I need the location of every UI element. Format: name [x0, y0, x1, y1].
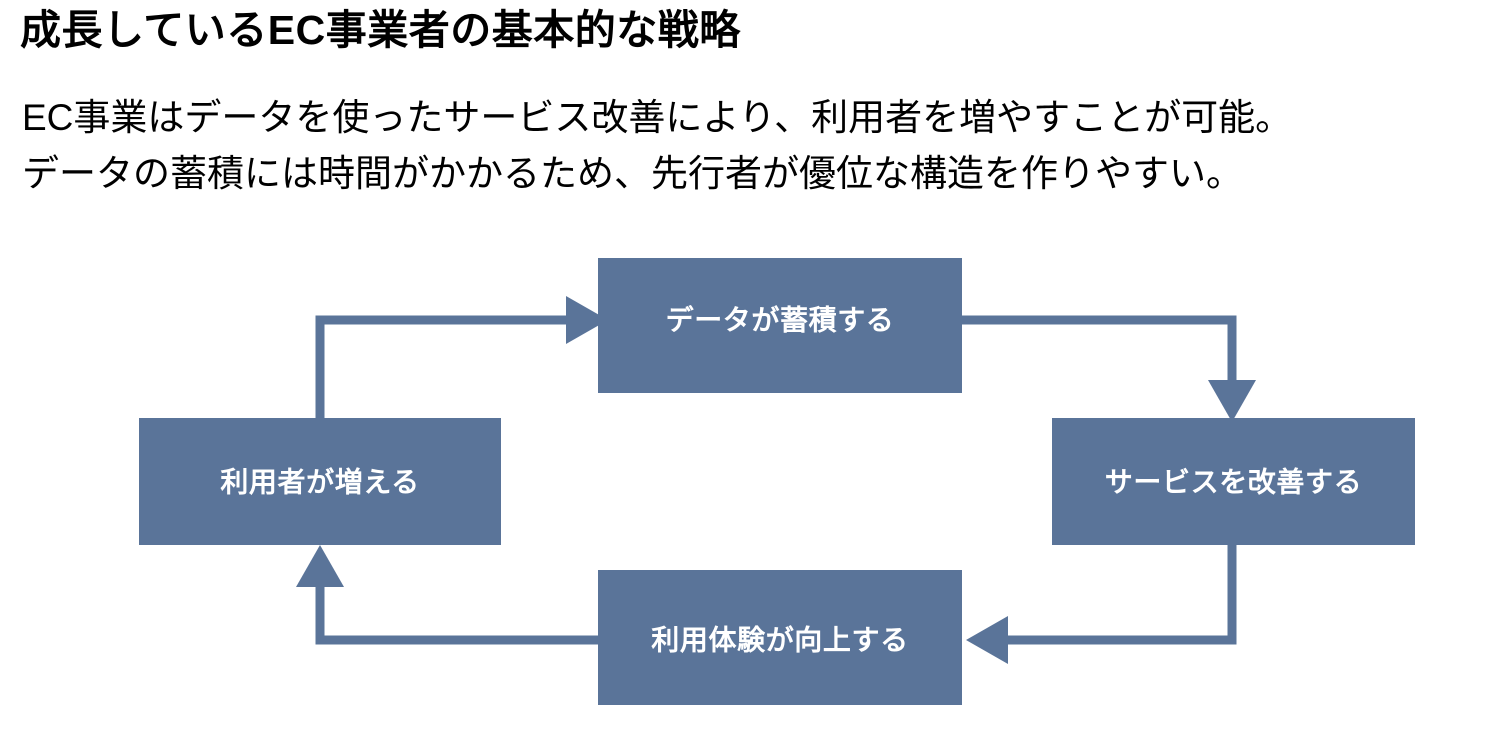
- node-service-box[interactable]: [1052, 418, 1415, 545]
- edge-service-to-experience: [966, 545, 1237, 664]
- edge-experience-to-users-line: [315, 587, 598, 645]
- subtitle-line-2: データの蓄積には時間がかかるため、先行者が優位な構造を作りやすい。: [22, 153, 1243, 195]
- node-experience[interactable]: 利用体験が向上する: [598, 570, 962, 705]
- node-service[interactable]: サービスを改善する: [1052, 418, 1415, 545]
- node-users-label: 利用者が増える: [220, 466, 419, 498]
- edge-experience-to-users-arrowhead: [296, 545, 344, 587]
- node-data-label: データが蓄積する: [666, 304, 895, 336]
- subtitle-block: EC事業はデータを使ったサービス改善により、利用者を増やすことが可能。 データの…: [22, 90, 1292, 202]
- cycle-diagram: データが蓄積する サービスを改善する 利用体験が向上する 利用者が増える: [0, 230, 1498, 730]
- node-users[interactable]: 利用者が増える: [139, 418, 501, 545]
- node-experience-label: 利用体験が向上する: [651, 624, 908, 656]
- edge-service-to-experience-line: [1008, 545, 1237, 645]
- node-data[interactable]: データが蓄積する: [598, 258, 962, 393]
- edge-data-to-service-line: [962, 315, 1237, 380]
- edge-data-to-service: [962, 315, 1256, 422]
- edge-service-to-experience-arrowhead: [966, 616, 1008, 664]
- edge-experience-to-users: [296, 545, 598, 645]
- node-experience-box[interactable]: [598, 570, 962, 705]
- node-data-box[interactable]: [598, 258, 962, 393]
- edge-users-to-data-arrowhead: [566, 296, 608, 344]
- node-service-label: サービスを改善する: [1105, 467, 1362, 498]
- node-users-box[interactable]: [139, 418, 501, 545]
- page-title: 成長しているEC事業者の基本的な戦略: [20, 7, 741, 53]
- edge-data-to-service-arrowhead: [1208, 380, 1256, 422]
- subtitle-line-1: EC事業はデータを使ったサービス改善により、利用者を増やすことが可能。: [22, 97, 1293, 138]
